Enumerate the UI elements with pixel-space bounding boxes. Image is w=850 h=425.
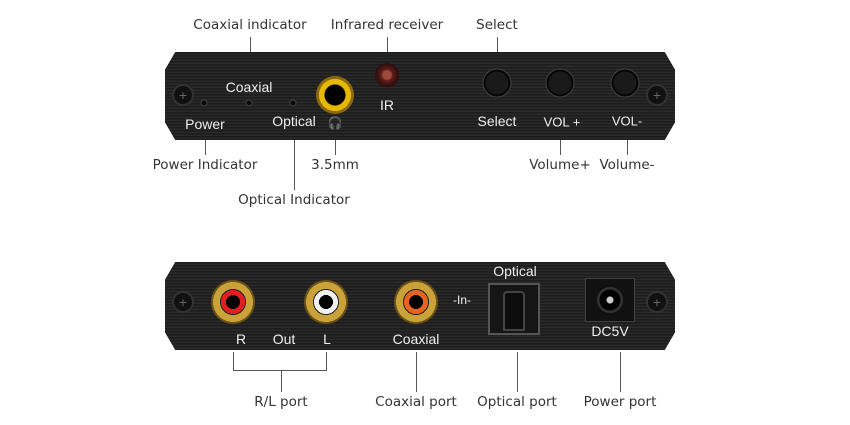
callout-line (326, 352, 327, 370)
callout-line (205, 140, 206, 155)
callout-line (281, 370, 282, 392)
volume-down-callout: Volume- (599, 157, 655, 173)
headphone-jack[interactable] (316, 76, 354, 114)
rl-port-callout: R/L port (254, 394, 308, 410)
callout-line (560, 140, 561, 155)
optical-label: Optical (493, 263, 537, 279)
callout-line (233, 352, 234, 370)
coaxial-indicator-callout: Coaxial indicator (193, 17, 307, 33)
select-callout: Select (476, 17, 518, 33)
power-indicator-callout: Power Indicator (152, 157, 258, 173)
rca-right-port[interactable] (211, 280, 255, 324)
front-panel (165, 52, 675, 140)
ir-label: IR (380, 97, 394, 113)
vol-down-label: VOL- (611, 113, 643, 129)
optical-port[interactable] (488, 283, 540, 335)
l-label: L (323, 331, 331, 347)
power-port-callout: Power port (583, 394, 657, 410)
callout-line (294, 140, 295, 190)
callout-line (497, 37, 498, 53)
coaxial-label: Coaxial (225, 79, 273, 95)
out-label: Out (272, 331, 296, 347)
dc-power-port[interactable] (585, 278, 635, 322)
coaxial-port[interactable] (394, 280, 438, 324)
vol-up-label: VOL + (543, 114, 581, 130)
callout-bracket (233, 370, 327, 371)
volume-up-button[interactable] (546, 69, 574, 97)
select-label: Select (477, 113, 517, 129)
callout-line (517, 352, 518, 392)
select-button[interactable] (483, 69, 511, 97)
infrared-receiver-callout: Infrared receiver (330, 17, 444, 33)
screw-icon: + (172, 291, 194, 313)
rca-left-port[interactable] (304, 280, 348, 324)
callout-line (620, 352, 621, 392)
coaxial-label: Coaxial (392, 331, 440, 347)
screw-icon: + (646, 291, 668, 313)
optical-led (289, 99, 297, 107)
callout-line (416, 352, 417, 392)
callout-line (627, 140, 628, 155)
optical-label: Optical (272, 113, 316, 129)
volume-up-callout: Volume+ (529, 157, 591, 173)
dc-socket (597, 287, 623, 313)
headphone-icon: 🎧 (327, 116, 343, 130)
optical-socket (503, 291, 525, 331)
screw-icon: + (646, 84, 668, 106)
coaxial-port-callout: Coaxial port (375, 394, 457, 410)
screw-icon: + (172, 84, 194, 106)
power-label: Power (185, 116, 225, 132)
jack-callout: 3.5mm (311, 157, 359, 173)
coaxial-led (245, 99, 253, 107)
callout-line (335, 140, 336, 155)
r-label: R (235, 331, 247, 347)
callout-line (387, 37, 388, 53)
optical-port-callout: Optical port (477, 394, 557, 410)
volume-down-button[interactable] (611, 69, 639, 97)
callout-line (250, 37, 251, 53)
dc-label: DC5V (591, 323, 629, 339)
power-led (200, 99, 208, 107)
optical-indicator-callout: Optical Indicator (238, 192, 350, 208)
ir-receiver (375, 63, 399, 87)
in-label: -In- (453, 293, 471, 307)
